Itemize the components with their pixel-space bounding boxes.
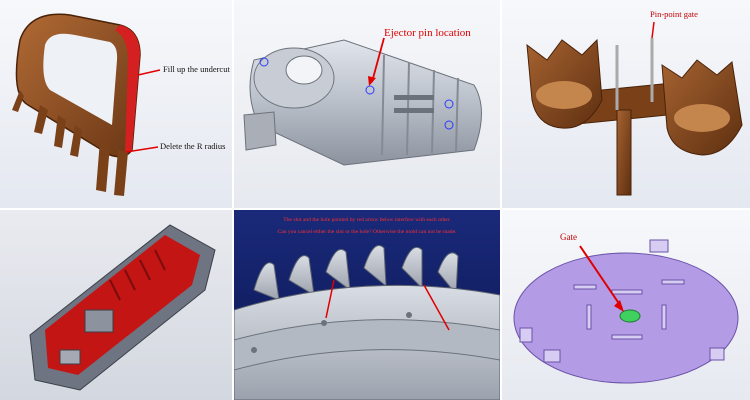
label-gate: Gate xyxy=(560,232,577,242)
panel-handle-undercut: Fill up the undercut Delete the R radius xyxy=(0,0,232,208)
label-ejector-pin: Ejector pin location xyxy=(384,27,471,39)
panel-gate-disc: Gate xyxy=(502,210,750,400)
handle-opening xyxy=(43,33,118,125)
panel-pin-point-gate: Pin-point gate xyxy=(502,0,750,208)
handle-render: Fill up the undercut Delete the R radius xyxy=(0,0,232,208)
disc-render: Gate xyxy=(502,210,750,400)
ring-render: The slot and the hole pointed by red arr… xyxy=(234,210,500,400)
panel-ejector-pin: Ejector pin location xyxy=(234,0,500,208)
panel-slot-interference: The slot and the hole pointed by red arr… xyxy=(234,210,500,400)
label-delete-radius: Delete the R radius xyxy=(160,141,225,151)
shaft-render: Ejector pin location xyxy=(234,0,500,208)
label-pin-point-gate: Pin-point gate xyxy=(650,9,698,19)
cups-render: Pin-point gate xyxy=(502,0,750,208)
label-fill-undercut: Fill up the undercut xyxy=(163,64,230,74)
panel-housing xyxy=(0,210,232,400)
undercut-face xyxy=(115,25,140,155)
caption-line-2: Can you cancel either the slot or the ho… xyxy=(278,229,458,235)
caption-line-1: The slot and the hole pointed by red arr… xyxy=(283,216,451,223)
housing-render xyxy=(0,210,232,400)
